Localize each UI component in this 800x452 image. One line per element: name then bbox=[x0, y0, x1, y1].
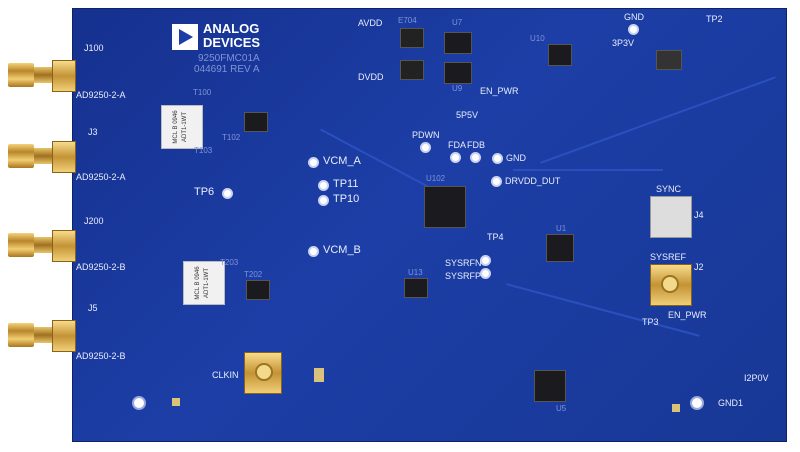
test-point-sysrfp[interactable] bbox=[480, 268, 491, 279]
clock-chip-u5 bbox=[534, 370, 566, 402]
label-j5: J5 bbox=[88, 303, 98, 313]
adc-chip-u102 bbox=[424, 186, 466, 228]
connector-j4-sync[interactable] bbox=[650, 196, 692, 238]
label-tp2: TP2 bbox=[706, 14, 723, 24]
label-tp4: TP4 bbox=[487, 232, 504, 242]
inductor-e704 bbox=[400, 28, 424, 48]
label-tp11: TP11 bbox=[333, 178, 359, 190]
label-5p5v: 5P5V bbox=[456, 110, 479, 120]
label-u102: U102 bbox=[426, 174, 446, 183]
balun-t202 bbox=[246, 280, 270, 300]
label-fda: FDA bbox=[448, 140, 466, 150]
label-gnd-top: GND bbox=[624, 12, 644, 22]
fiducial-pad bbox=[172, 398, 180, 406]
test-point-vcm-a[interactable] bbox=[308, 157, 319, 168]
regulator-u10 bbox=[548, 44, 572, 66]
label-gnd1: GND1 bbox=[718, 398, 744, 408]
label-j5-name: AD9250-2-B bbox=[76, 351, 126, 361]
test-point-tp10[interactable] bbox=[318, 195, 329, 206]
label-u1: U1 bbox=[556, 224, 567, 233]
label-j3-name: AD9250-2-A bbox=[76, 172, 126, 182]
label-u9: U9 bbox=[452, 84, 463, 93]
sma-connector-j200[interactable] bbox=[8, 230, 76, 262]
test-point-fdb[interactable] bbox=[470, 152, 481, 163]
label-u13: U13 bbox=[408, 268, 423, 277]
label-gnd: GND bbox=[506, 153, 526, 163]
label-t100: T100 bbox=[193, 88, 212, 97]
logo-text-line1: ANALOG bbox=[203, 21, 260, 36]
logo-text-line2: DEVICES bbox=[203, 35, 261, 50]
test-point-tp11[interactable] bbox=[318, 180, 329, 191]
label-u10: U10 bbox=[530, 34, 545, 43]
board-revision: 044691 REV A bbox=[194, 64, 260, 75]
label-sysref: SYSREF bbox=[650, 252, 687, 262]
test-point-pdwn[interactable] bbox=[420, 142, 431, 153]
label-pdwn: PDWN bbox=[412, 130, 440, 140]
fiducial-pad bbox=[672, 404, 680, 412]
label-3p3v: 3P3V bbox=[612, 38, 635, 48]
label-u5: U5 bbox=[556, 404, 567, 413]
test-point-gnd[interactable] bbox=[492, 153, 503, 164]
regulator-u7 bbox=[444, 32, 472, 54]
board-part-number: 9250FMC01A bbox=[198, 53, 260, 64]
mounting-hole bbox=[690, 396, 704, 410]
label-j100-name: AD9250-2-A bbox=[76, 90, 126, 100]
label-e704: E704 bbox=[398, 16, 417, 25]
sma-connector-j100[interactable] bbox=[8, 60, 76, 92]
label-sysrfn: SYSRFN bbox=[445, 258, 482, 268]
label-j200: J200 bbox=[84, 216, 104, 226]
label-t102: T102 bbox=[222, 133, 241, 142]
label-vcm-a: VCM_A bbox=[323, 155, 361, 167]
label-j4: J4 bbox=[694, 210, 704, 220]
connector-clkin[interactable] bbox=[244, 352, 282, 394]
chip-u13 bbox=[404, 278, 428, 298]
chip-u1 bbox=[546, 234, 574, 262]
transformer-t203: MCL B 0946 ADT1-1WT bbox=[183, 261, 225, 305]
label-avdd: AVDD bbox=[358, 18, 383, 28]
mounting-hole bbox=[132, 396, 146, 410]
label-sync: SYNC bbox=[656, 184, 682, 194]
test-point-tp6[interactable] bbox=[222, 188, 233, 199]
capacitor-cr101 bbox=[656, 50, 682, 70]
connector-j2-sysref[interactable] bbox=[650, 264, 692, 306]
label-t203: T203 bbox=[220, 258, 239, 267]
label-dvdd: DVDD bbox=[358, 72, 384, 82]
balun-t102 bbox=[244, 112, 268, 132]
inductor-e2 bbox=[400, 60, 424, 80]
label-j3: J3 bbox=[88, 127, 98, 137]
label-clkin: CLKIN bbox=[212, 370, 239, 380]
logo-triangle-icon bbox=[172, 24, 198, 50]
label-j200-name: AD9250-2-B bbox=[76, 262, 126, 272]
label-tp3: TP3 bbox=[642, 317, 659, 327]
label-j2: J2 bbox=[694, 262, 704, 272]
test-point-vcm-b[interactable] bbox=[308, 246, 319, 257]
label-vcm-b: VCM_B bbox=[323, 244, 361, 256]
label-u7: U7 bbox=[452, 18, 463, 27]
test-point-sysrfn[interactable] bbox=[480, 255, 491, 266]
test-point-gnd-top[interactable] bbox=[628, 24, 639, 35]
label-en-pwr: EN_PWR bbox=[480, 86, 519, 96]
label-j100: J100 bbox=[84, 43, 104, 53]
regulator-u9 bbox=[444, 62, 472, 84]
label-en-pwr-2: EN_PWR bbox=[668, 310, 707, 320]
label-drvdd-dut: DRVDD_DUT bbox=[505, 176, 561, 186]
label-t202: T202 bbox=[244, 270, 263, 279]
label-i2p0v: I2P0V bbox=[744, 373, 769, 383]
label-t103: T103 bbox=[194, 146, 213, 155]
transformer-t100: MCL B 0946 ADT1-1WT bbox=[161, 105, 203, 149]
sma-connector-j3[interactable] bbox=[8, 141, 76, 173]
test-point-fda[interactable] bbox=[450, 152, 461, 163]
label-tp6: TP6 bbox=[194, 186, 215, 198]
test-point-drvdd-dut[interactable] bbox=[491, 176, 502, 187]
label-fdb: FDB bbox=[467, 140, 485, 150]
capacitor-pad bbox=[314, 368, 324, 382]
sma-connector-j5[interactable] bbox=[8, 320, 76, 352]
label-sysrfp: SYSRFP bbox=[445, 271, 482, 281]
label-tp10: TP10 bbox=[333, 193, 360, 205]
